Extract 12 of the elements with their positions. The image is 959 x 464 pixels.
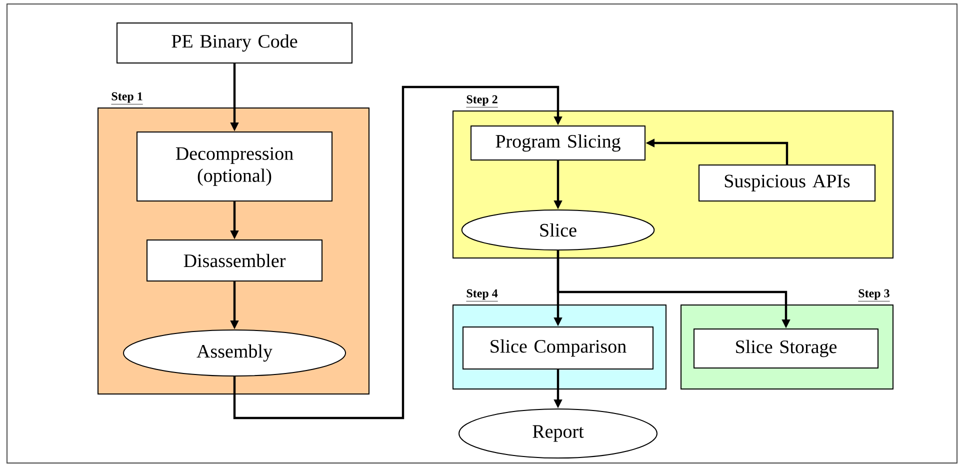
process-box: Program Slicing: [470, 126, 646, 160]
arrow: [233, 86, 562, 420]
node-label: Step 4: [466, 289, 498, 300]
process-box: Slice Comparison: [462, 326, 654, 370]
process-box: Disassembler: [146, 240, 322, 282]
process-box: Decompression (optional): [136, 132, 332, 202]
node-label: Step 1: [112, 92, 142, 103]
process-box: Slice Storage: [694, 328, 878, 368]
node-label: Step 3: [858, 289, 890, 300]
node-label: Step 2: [466, 95, 498, 106]
process-box: Suspicious APIs: [698, 164, 876, 202]
process-box: PE Binary Code: [116, 22, 352, 64]
